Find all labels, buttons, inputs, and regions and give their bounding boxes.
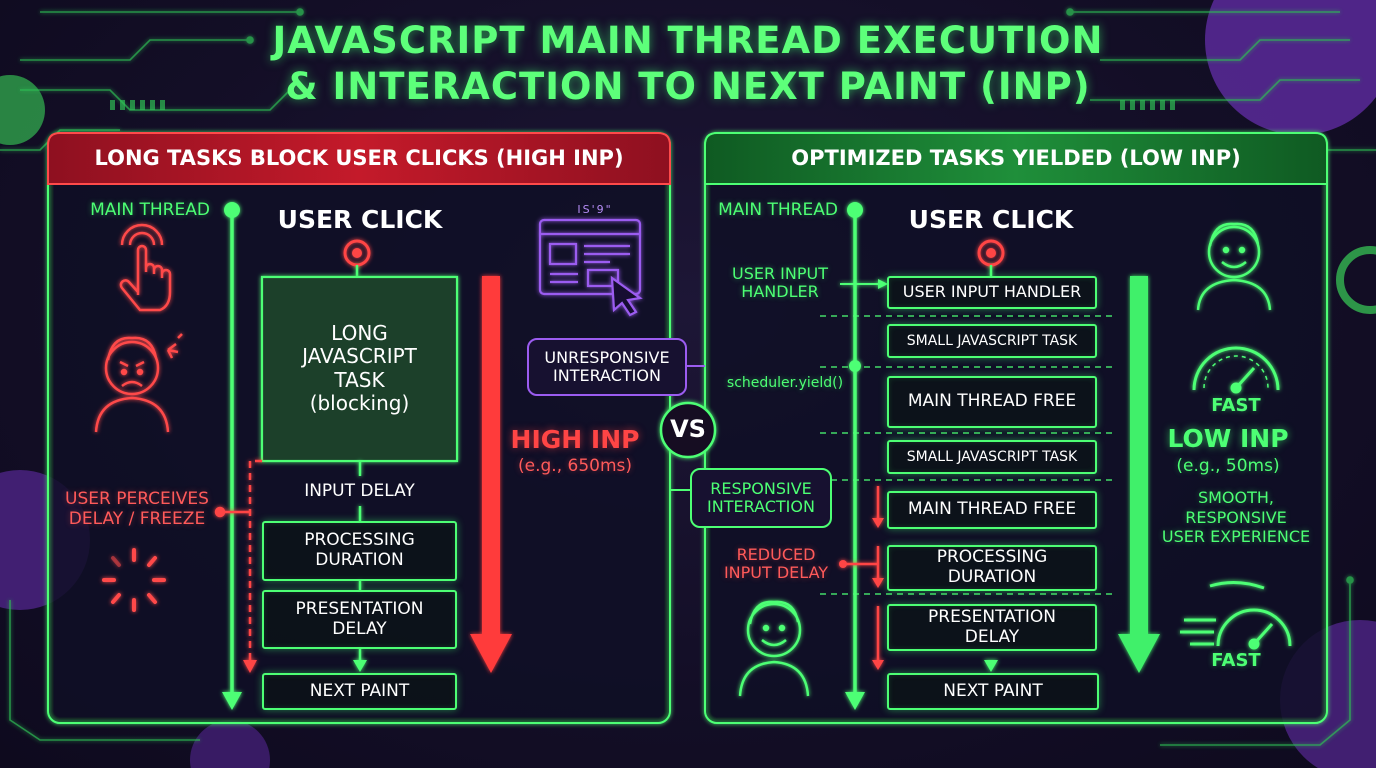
scheduler-yield-label: scheduler.yield() [726,375,844,391]
speed-gauge-icon [1192,346,1280,394]
main-thread-free-box-1: MAIN THREAD FREE [887,376,1097,428]
small-js-task-box-1: SMALL JAVASCRIPT TASK [887,324,1097,358]
title-line-2: & INTERACTION TO NEXT PAINT (INP) [285,65,1091,108]
title-line-1: JAVASCRIPT MAIN THREAD EXECUTION [272,19,1104,62]
reduced-delay-arrows [839,486,884,670]
left-user-click-label: USER CLICK [277,205,443,234]
happy-face-icon [1196,222,1272,311]
small-js-task-box-2: SMALL JAVASCRIPT TASK [887,440,1097,474]
left-main-thread-label: MAIN THREAD [90,200,210,220]
frustrated-face-icon [94,333,183,433]
long-task-label: LONG JAVASCRIPT TASK (blocking) [302,321,417,416]
low-inp-label: LOW INP [1167,424,1289,453]
right-main-thread-label: MAIN THREAD [718,200,838,220]
vs-circle [659,401,717,459]
low-inp-arrow [1118,276,1160,673]
right-click-pin [977,239,1005,277]
circuit-bars [110,100,1175,110]
high-inp-arrow [470,276,512,673]
left-click-pin [343,239,371,276]
high-inp-label: HIGH INP [510,425,640,454]
left-panel-header: LONG TASKS BLOCK USER CLICKS (HIGH INP) [94,146,624,170]
vs-label: VS [670,415,706,443]
left-main-thread-line [222,202,242,710]
loading-spinner-icon [102,548,166,612]
reduced-input-delay-label: REDUCED INPUT DELAY [723,545,829,583]
left-panel-header-bg [47,132,671,185]
user-input-handler-box: USER INPUT HANDLER [887,276,1097,309]
yield-separators [820,315,1115,595]
right-next-paint-arrowhead [984,660,998,672]
handler-pointer [840,279,888,289]
right-main-thread-line [845,202,865,710]
fast-gauge-icon [1180,581,1292,650]
left-next-paint-box: NEXT PAINT [262,673,457,710]
fast-label-2: FAST [1211,650,1261,671]
long-task-box [260,275,459,463]
right-next-paint-box: NEXT PAINT [887,673,1099,710]
smooth-experience-label: SMOOTH, RESPONSIVE USER EXPERIENCE [1161,488,1311,547]
right-panel-header-bg [704,132,1328,185]
tap-hand-icon [119,223,172,312]
user-perceives-label: USER PERCEIVES DELAY / FREEZE [65,489,209,529]
browser-icon-caption: IS'9" [577,203,613,216]
user-input-handler-label: USER INPUT HANDLER [732,264,828,302]
browser-click-icon [538,218,643,317]
low-inp-value: (e.g., 50ms) [1176,456,1280,476]
left-connectors [353,461,367,672]
happy-face-icon-bottom [738,600,810,697]
right-panel-header: OPTIMIZED TASKS YIELDED (LOW INP) [791,146,1241,170]
right-user-click-label: USER CLICK [908,205,1074,234]
input-delay-label: INPUT DELAY [304,481,415,501]
left-delay-bracket [214,459,262,673]
fast-label-1: FAST [1211,395,1261,416]
high-inp-value: (e.g., 650ms) [518,456,632,476]
main-thread-free-box-2: MAIN THREAD FREE [887,491,1097,529]
